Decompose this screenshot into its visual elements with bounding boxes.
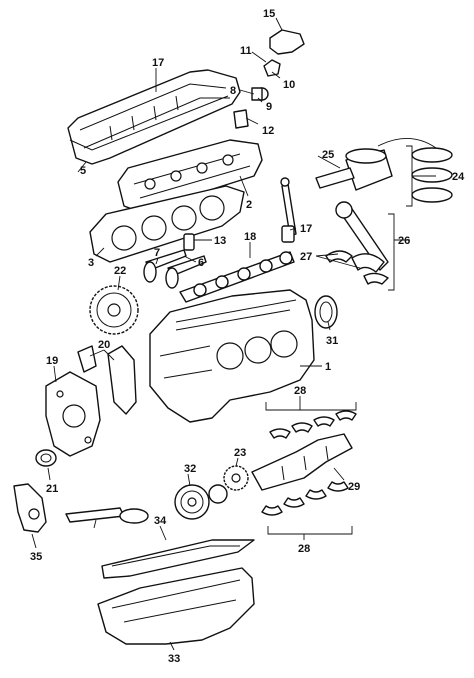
camshaft xyxy=(179,251,295,303)
callout-12: 12 xyxy=(262,125,274,137)
connecting-rod xyxy=(325,201,389,285)
cam-sprocket xyxy=(89,285,139,335)
valves xyxy=(143,233,207,289)
callout-24: 24 xyxy=(452,171,465,183)
oil-pan-gasket xyxy=(101,539,255,579)
callout-11: 11 xyxy=(240,45,252,57)
crankshaft xyxy=(251,433,353,491)
rear-seal xyxy=(314,295,338,329)
timing-gasket xyxy=(77,345,137,415)
leader-lines xyxy=(31,17,436,651)
callout-15: 15 xyxy=(263,8,275,20)
callout-27: 27 xyxy=(300,251,312,263)
callout-9: 9 xyxy=(266,101,272,113)
callout-30: 31 xyxy=(326,335,338,347)
head-gasket xyxy=(89,185,245,263)
callout-13: 13 xyxy=(214,235,226,247)
oil-pan xyxy=(97,567,255,645)
callout-2: 2 xyxy=(246,199,252,211)
balancer-pulley xyxy=(174,484,228,520)
pushrod xyxy=(280,177,297,243)
callout-17: 17 xyxy=(300,223,312,235)
callout-18: 18 xyxy=(244,231,256,243)
callout-25: 25 xyxy=(322,149,334,161)
callout-labels: 17 5 15 11 10 8 9 12 2 3 13 6 7 17 18 22… xyxy=(30,8,465,665)
callout-22: 22 xyxy=(114,265,126,277)
callout-34: 35 xyxy=(30,551,42,563)
callout-29: 29 xyxy=(348,481,360,493)
piston-set xyxy=(315,138,453,203)
callout-5: 5 xyxy=(80,165,86,177)
main-bearings-upper xyxy=(269,410,357,439)
callout-28-upper: 28 xyxy=(294,385,306,397)
oil-pump xyxy=(13,483,47,533)
callout-32: 33 xyxy=(168,653,180,665)
rocker-assembly xyxy=(233,29,305,129)
timing-cover xyxy=(45,371,101,457)
callout-3: 3 xyxy=(88,257,94,269)
callout-33: 34 xyxy=(154,515,167,527)
callout-26: 26 xyxy=(398,235,410,247)
front-seal xyxy=(35,449,57,467)
cylinder-head xyxy=(117,139,263,213)
callout-4: 17 xyxy=(152,57,164,69)
callout-6: 6 xyxy=(198,257,204,269)
callout-23: 23 xyxy=(234,447,246,459)
callout-8: 8 xyxy=(230,85,236,97)
callout-1: 1 xyxy=(325,361,331,373)
callout-31: 32 xyxy=(184,463,196,475)
callout-20: 20 xyxy=(98,339,110,351)
main-bearings-lower xyxy=(261,481,349,516)
valve-cover xyxy=(67,69,241,165)
callout-10: 10 xyxy=(283,79,295,91)
callout-19: 19 xyxy=(46,355,58,367)
callout-21: 21 xyxy=(46,483,58,495)
crank-sprocket xyxy=(223,465,249,491)
callout-7: 7 xyxy=(154,247,160,259)
oil-pickup xyxy=(65,507,149,524)
engine-block xyxy=(149,289,315,423)
callout-28-lower: 28 xyxy=(298,543,310,555)
